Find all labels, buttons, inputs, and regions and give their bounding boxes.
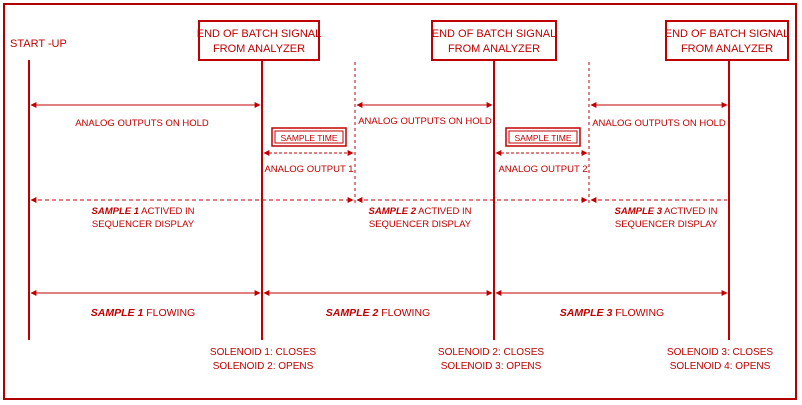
end-batch-signal-2-line1: END OF BATCH SIGNAL xyxy=(432,28,556,40)
analog-hold-label-1: ANALOG OUTPUTS ON HOLD xyxy=(75,118,209,129)
end-batch-signal-2-line2: FROM ANALYZER xyxy=(448,43,540,55)
flowing-label-1: SAMPLE 1 FLOWING xyxy=(91,307,195,319)
solenoid-1-line2: SOLENOID 2: OPENS xyxy=(213,361,314,372)
end-batch-signal-1-line2: FROM ANALYZER xyxy=(213,43,305,55)
sequencer-sample-2: SAMPLE 2 xyxy=(369,206,417,217)
sequencer-sample-1: SAMPLE 1 xyxy=(92,206,140,217)
analog-output-1-label: ANALOG OUTPUT 1 xyxy=(264,164,353,175)
end-batch-signal-2: END OF BATCH SIGNAL FROM ANALYZER xyxy=(431,20,557,61)
sample-time-box-1: SAMPLE TIME xyxy=(271,127,347,147)
end-batch-signal-3-line2: FROM ANALYZER xyxy=(681,43,773,55)
sequencer-line2-3: SEQUENCER DISPLAY xyxy=(615,219,718,230)
sequencer-rest-1: ACTIVED IN xyxy=(139,206,195,217)
sequencer-rest-2: ACTIVED IN xyxy=(416,206,472,217)
solenoid-1-line1: SOLENOID 1: CLOSES xyxy=(210,347,316,358)
sequencer-rest-3: ACTIVED IN xyxy=(662,206,718,217)
flowing-rest-3: FLOWING xyxy=(612,307,664,319)
flowing-label-2: SAMPLE 2 FLOWING xyxy=(326,307,430,319)
end-batch-signal-3: END OF BATCH SIGNAL FROM ANALYZER xyxy=(665,20,789,61)
end-batch-signal-3-line1: END OF BATCH SIGNAL xyxy=(665,28,789,40)
end-batch-signal-1-line1: END OF BATCH SIGNAL xyxy=(197,28,321,40)
sample-time-label-1: SAMPLE TIME xyxy=(281,133,338,143)
solenoid-2-line1: SOLENOID 2: CLOSES xyxy=(438,347,544,358)
diagram-frame xyxy=(3,3,797,400)
flowing-sample-1: SAMPLE 1 xyxy=(91,307,144,319)
sample-time-box-2: SAMPLE TIME xyxy=(505,127,581,147)
solenoid-2-line2: SOLENOID 3: OPENS xyxy=(441,361,542,372)
sequencer-label-1: SAMPLE 1 ACTIVED IN xyxy=(92,206,195,217)
startup-label: START -UP xyxy=(10,38,67,50)
end-batch-signal-1: END OF BATCH SIGNAL FROM ANALYZER xyxy=(197,20,321,61)
flowing-rest-1: FLOWING xyxy=(143,307,195,319)
sequencer-line2-1: SEQUENCER DISPLAY xyxy=(92,219,195,230)
flowing-label-3: SAMPLE 3 FLOWING xyxy=(560,307,664,319)
sequencer-label-2: SAMPLE 2 ACTIVED IN xyxy=(369,206,472,217)
analog-hold-label-2: ANALOG OUTPUTS ON HOLD xyxy=(358,116,492,127)
solenoid-3-line1: SOLENOID 3: CLOSES xyxy=(667,347,773,358)
flowing-rest-2: FLOWING xyxy=(378,307,430,319)
analog-hold-label-3: ANALOG OUTPUTS ON HOLD xyxy=(592,118,726,129)
solenoid-3-line2: SOLENOID 4: OPENS xyxy=(670,361,771,372)
sequencer-label-3: SAMPLE 3 ACTIVED IN xyxy=(615,206,718,217)
sample-time-label-2: SAMPLE TIME xyxy=(515,133,572,143)
sequencer-sample-3: SAMPLE 3 xyxy=(615,206,663,217)
analog-output-2-label: ANALOG OUTPUT 2 xyxy=(498,164,587,175)
flowing-sample-2: SAMPLE 2 xyxy=(326,307,379,319)
flowing-sample-3: SAMPLE 3 xyxy=(560,307,613,319)
sequencer-line2-2: SEQUENCER DISPLAY xyxy=(369,219,472,230)
